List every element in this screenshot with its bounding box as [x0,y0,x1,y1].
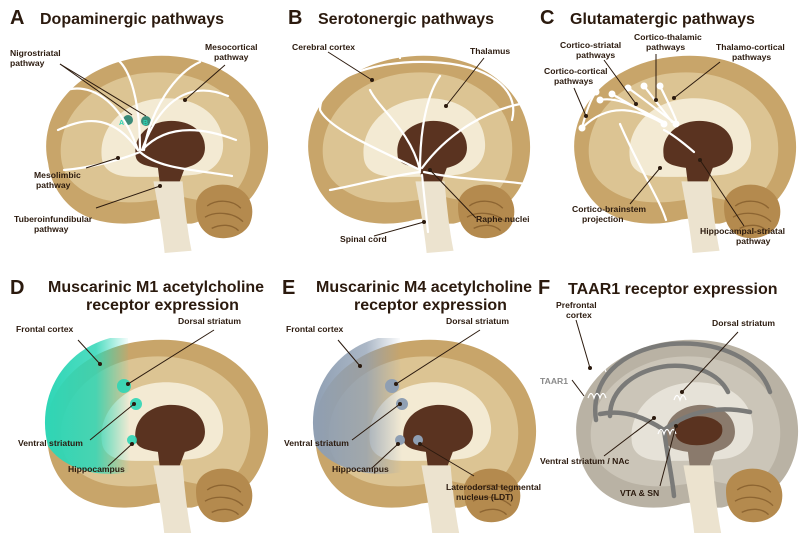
label-thalamus: Thalamus [470,46,510,56]
panel-title: TAAR1 receptor expression [568,281,778,298]
panel-letter: F [538,277,550,299]
label-thalamo-cortical: Thalamo-cortical [716,42,785,52]
label-ldt: Laterodorsal tegmental [446,482,541,492]
panel-title: Dopaminergic pathways [40,11,224,28]
label-cortico-thalamic-2: pathways [646,42,685,52]
brain-illustration [576,339,799,533]
hippocampus-expression [127,435,137,445]
label-frontal-cortex: Frontal cortex [286,324,344,334]
label-cortico-brainstem-2: projection [582,214,624,224]
panel-title-line-1: Muscarinic M1 acetylcholine [48,279,264,296]
label-hippocampus: Hippocampus [68,464,125,474]
panel-letter: A [10,7,24,29]
label-mesolimbic: Mesolimbic [34,170,81,180]
label-raphe: Raphe nuclei [476,214,529,224]
panel-title-line-1: Muscarinic M4 acetylcholine [316,279,532,296]
panel-b: B Serotonergic pathways Cerebral cortex … [288,7,536,254]
label-cortico-cortical: Cortico-cortical [544,66,608,76]
dorsal-striatum-expression [385,379,399,393]
label-taar1: TAAR1 [540,376,568,386]
label-nigrostriatal: Nigrostriatal [10,48,61,58]
panel-d: D Muscarinic M1 acetylcholine receptor e… [10,277,269,533]
node-a-label: A [119,120,124,127]
label-tubero-2: pathway [34,224,69,234]
frontal-expression-area [312,338,402,474]
label-hippocampus: Hippocampus [332,464,389,474]
label-ventral-striatum: Ventral striatum / NAc [540,456,630,466]
label-mesolimbic-2: pathway [36,180,71,190]
serotonin-arrows [318,44,536,234]
dopamine-arrows [56,58,238,178]
label-mesocortical: Mesocortical [205,42,258,52]
label-dorsal-striatum: Dorsal striatum [712,318,775,328]
label-hippocampal-striatal-2: pathway [736,236,771,246]
panel-title-line-2: receptor expression [86,297,239,314]
label-cortico-striatal: Cortico-striatal [560,40,621,50]
panel-e: E Muscarinic M4 acetylcholine receptor e… [282,277,541,533]
panel-a: A Dopaminergic pathways A B [10,7,269,254]
label-nigrostriatal-2: pathway [10,58,45,68]
label-frontal-cortex: Frontal cortex [16,324,74,334]
panel-title-line-2: receptor expression [354,297,507,314]
label-tubero: Tuberoinfundibular [14,214,93,224]
label-hippocampal-striatal: Hippocampal-striatal [700,226,785,236]
panel-title: Glutamatergic pathways [570,11,755,28]
label-cerebral-cortex: Cerebral cortex [292,42,355,52]
label-spinal-cord: Spinal cord [340,234,387,244]
panel-title: Serotonergic pathways [318,11,494,28]
label-vta-sn: VTA & SN [620,488,659,498]
label-cortico-cortical-2: pathways [554,76,593,86]
panel-c: C Glutamatergic pathways [540,7,797,254]
label-cortico-striatal-2: pathways [576,50,615,60]
node-b-label: B [143,120,148,127]
frontal-expression-area [44,338,130,474]
label-prefrontal: Prefrontal [556,300,597,310]
dorsal-striatum-expression [117,379,131,393]
label-prefrontal-2: cortex [566,310,592,320]
panel-letter: B [288,7,302,29]
label-cortico-brainstem: Cortico-brainstem [572,204,646,214]
label-ventral-striatum: Ventral striatum [284,438,349,448]
label-ventral-striatum: Ventral striatum [18,438,83,448]
panel-f: F TAAR1 receptor expression [538,277,799,533]
taar1-pathways [592,341,773,499]
label-mesocortical-2: pathway [214,52,249,62]
panel-letter: C [540,7,554,29]
label-dorsal-striatum: Dorsal striatum [446,316,509,326]
glutamate-nodes [578,82,680,132]
label-ldt-2: nucleus (LDT) [456,492,513,502]
label-thalamo-cortical-2: pathways [732,52,771,62]
label-dorsal-striatum: Dorsal striatum [178,316,241,326]
label-cortico-thalamic: Cortico-thalamic [634,32,702,42]
panel-letter: D [10,277,24,299]
panel-letter: E [282,277,295,299]
